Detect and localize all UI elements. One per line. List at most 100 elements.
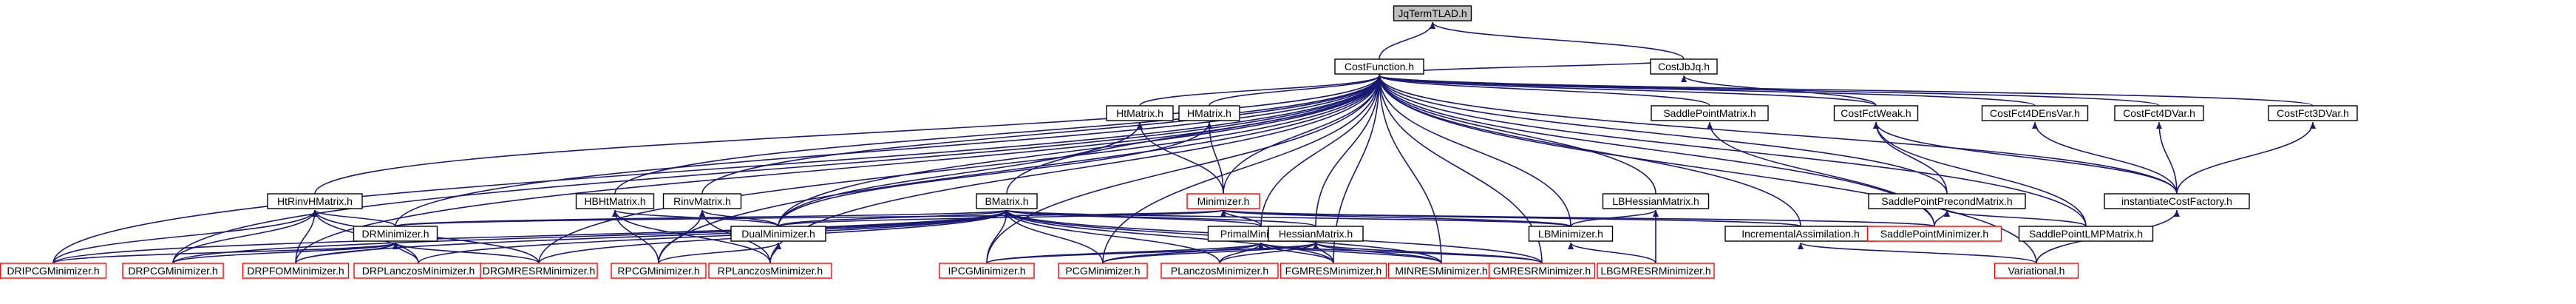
node-DRGMRESRMinimizer[interactable]: DRGMRESRMinimizer.h	[480, 263, 598, 279]
node-MINRESMinimizer[interactable]: MINRESMinimizer.h	[1387, 263, 1495, 279]
node-box	[1334, 58, 1424, 75]
node-label: LBMinimizer.h	[1538, 228, 1603, 240]
edge-instantiateCostFactory-to-CostFct4DVar	[2156, 121, 2178, 195]
node-label: DRPFOMMinimizer.h	[247, 265, 344, 277]
node-DualMinimizer[interactable]: DualMinimizer.h	[730, 226, 826, 242]
node-label: RinvMatrix.h	[673, 195, 731, 207]
edge-HessianMatrix-to-CostFunction	[1315, 75, 1382, 227]
edge-DualMinimizer-to-HtMatrix	[778, 121, 1143, 227]
node-CostFunction[interactable]: CostFunction.h	[1334, 58, 1424, 75]
node-label: DRGMRESRMinimizer.h	[483, 265, 595, 277]
edge-HtRinvHMatrix-to-CostFunction	[314, 75, 1382, 195]
node-RinvMatrix[interactable]: RinvMatrix.h	[662, 193, 742, 209]
node-box	[1981, 105, 2089, 121]
node-PLanczosMinimizer[interactable]: PLanczosMinimizer.h	[1160, 263, 1279, 279]
node-DRIPCGMinimizer[interactable]: DRIPCGMinimizer.h	[0, 263, 107, 279]
edge-SaddlePointMinimizer-to-SaddlePointPrecondMatrix	[1934, 209, 1950, 227]
edge-IPCGMinimizer-to-HessianMatrix	[986, 242, 1319, 264]
node-HtRinvHMatrix[interactable]: HtRinvHMatrix.h	[267, 193, 363, 209]
node-IncrementalAssimilation[interactable]: IncrementalAssimilation.h	[1724, 226, 1877, 242]
node-box	[1866, 226, 2002, 242]
node-FGMRESMinimizer[interactable]: FGMRESMinimizer.h	[1279, 263, 1387, 279]
node-label: PLanczosMinimizer.h	[1171, 265, 1268, 277]
node-CostFct4DVar[interactable]: CostFct4DVar.h	[2114, 105, 2204, 121]
edge-DRGMRESRMinimizer-to-DRMinimizer	[392, 242, 540, 264]
edge-MINRESMinimizer-to-PrimalMinimizer	[1258, 242, 1442, 264]
node-IPCGMinimizer[interactable]: IPCGMinimizer.h	[939, 263, 1035, 279]
edge-LBMinimizer-to-CostFunction	[1376, 75, 1571, 227]
node-RPLanczosMinimizer[interactable]: RPLanczosMinimizer.h	[708, 263, 832, 279]
node-CostFct3DVar[interactable]: CostFct3DVar.h	[2268, 105, 2358, 121]
edge-CostFunction-to-JqTermTLAD	[1379, 21, 1435, 60]
node-SaddlePointMinimizer[interactable]: SaddlePointMinimizer.h	[1866, 226, 2002, 242]
node-DRPFOMMinimizer[interactable]: DRPFOMMinimizer.h	[242, 263, 350, 279]
edge-RPLanczosMinimizer-to-DualMinimizer	[769, 242, 781, 264]
node-DRPCGMinimizer[interactable]: DRPCGMinimizer.h	[122, 263, 224, 279]
edge-DRPLanczosMinimizer-to-BMatrix	[418, 209, 1010, 264]
edge-LBHessianMatrix-to-CostFunction	[1376, 75, 1656, 195]
node-box	[708, 263, 832, 279]
edge-LBMinimizer-to-Minimizer	[1220, 209, 1571, 227]
node-JqTermTLAD: JqTermTLAD.h	[1393, 5, 1472, 21]
node-GMRESRMinimizer[interactable]: GMRESRMinimizer.h	[1488, 263, 1596, 279]
node-label: DRIPCGMinimizer.h	[7, 265, 99, 277]
edge-MINRESMinimizer-to-CostFunction	[1376, 75, 1442, 264]
node-HMatrix[interactable]: HMatrix.h	[1178, 105, 1240, 121]
node-label: RPLanczosMinimizer.h	[718, 265, 823, 277]
node-RPCGMinimizer[interactable]: RPCGMinimizer.h	[611, 263, 707, 279]
node-BMatrix[interactable]: BMatrix.h	[976, 193, 1038, 209]
node-box	[1058, 263, 1148, 279]
node-label: Minimizer.h	[1197, 195, 1250, 207]
node-LBMinimizer[interactable]: LBMinimizer.h	[1528, 226, 1614, 242]
edge-BMatrix-to-CostFunction	[1006, 75, 1382, 195]
edge-CostFct4DEnsVar-to-CostFunction	[1376, 75, 2036, 107]
node-label: MINRESMinimizer.h	[1395, 265, 1487, 277]
node-HessianMatrix[interactable]: HessianMatrix.h	[1268, 226, 1364, 242]
node-box	[0, 263, 107, 279]
node-LBHessianMatrix[interactable]: LBHessianMatrix.h	[1602, 193, 1710, 209]
edge-HessianMatrix-to-BMatrix	[1004, 209, 1316, 227]
edge-PrimalMinimizer-to-CostFunction	[1260, 75, 1382, 227]
node-label: Variational.h	[2008, 265, 2065, 277]
node-box	[1488, 263, 1596, 279]
node-CostJbJq[interactable]: CostJbJq.h	[1650, 58, 1718, 75]
node-label: CostFct3DVar.h	[2277, 107, 2349, 119]
node-CostFctWeak[interactable]: CostFctWeak.h	[1833, 105, 1919, 121]
edge-DualMinimizer-to-CostFunction	[778, 75, 1382, 227]
node-label: DRMinimizer.h	[361, 228, 429, 240]
edge-DRGMRESRMinimizer-to-CostFunction	[538, 75, 1382, 264]
edge-FGMRESMinimizer-to-BMatrix	[1004, 209, 1334, 264]
node-label: DRPLanczosMinimizer.h	[362, 265, 475, 277]
node-CostFct4DEnsVar[interactable]: CostFct4DEnsVar.h	[1981, 105, 2089, 121]
edge-DRIPCGMinimizer-to-DRMinimizer	[52, 242, 398, 264]
node-HBHtMatrix[interactable]: HBHtMatrix.h	[575, 193, 655, 209]
node-label: CostFct4DEnsVar.h	[1990, 107, 2080, 119]
node-DRPLanczosMinimizer[interactable]: DRPLanczosMinimizer.h	[353, 263, 483, 279]
edge-DRPCGMinimizer-to-HtRinvHMatrix	[172, 209, 318, 264]
node-label: HessianMatrix.h	[1279, 228, 1353, 240]
edge-MINRESMinimizer-to-HessianMatrix	[1313, 242, 1442, 264]
node-HtMatrix[interactable]: HtMatrix.h	[1106, 105, 1174, 121]
node-box	[575, 193, 655, 209]
node-box	[1868, 193, 2026, 209]
node-box	[1597, 263, 1715, 279]
node-box	[1528, 226, 1614, 242]
edge-DRMinimizer-to-Minimizer	[395, 209, 1226, 227]
edge-LBGMRESRMinimizer-to-LBMinimizer	[1568, 242, 1656, 264]
node-box	[1160, 263, 1279, 279]
node-label: DualMinimizer.h	[741, 228, 815, 240]
node-Minimizer[interactable]: Minimizer.h	[1186, 193, 1260, 209]
node-SaddlePointLMPMatrix[interactable]: SaddlePointLMPMatrix.h	[2018, 226, 2154, 242]
edge-RinvMatrix-to-CostFunction	[701, 75, 1382, 195]
node-LBGMRESRMinimizer[interactable]: LBGMRESRMinimizer.h	[1597, 263, 1715, 279]
node-Variational[interactable]: Variational.h	[1994, 263, 2079, 279]
edge-RPCGMinimizer-to-CostFunction	[658, 75, 1382, 264]
node-SaddlePointPrecondMatrix[interactable]: SaddlePointPrecondMatrix.h	[1868, 193, 2026, 209]
node-box	[267, 193, 363, 209]
node-PCGMinimizer[interactable]: PCGMinimizer.h	[1058, 263, 1148, 279]
node-SaddlePointMatrix[interactable]: SaddlePointMatrix.h	[1651, 105, 1769, 121]
edge-PLanczosMinimizer-to-HessianMatrix	[1219, 242, 1319, 264]
edge-DualMinimizer-to-HMatrix	[778, 121, 1212, 227]
node-DRMinimizer[interactable]: DRMinimizer.h	[353, 226, 438, 242]
node-instantiateCostFactory[interactable]: instantiateCostFactory.h	[2104, 193, 2250, 209]
